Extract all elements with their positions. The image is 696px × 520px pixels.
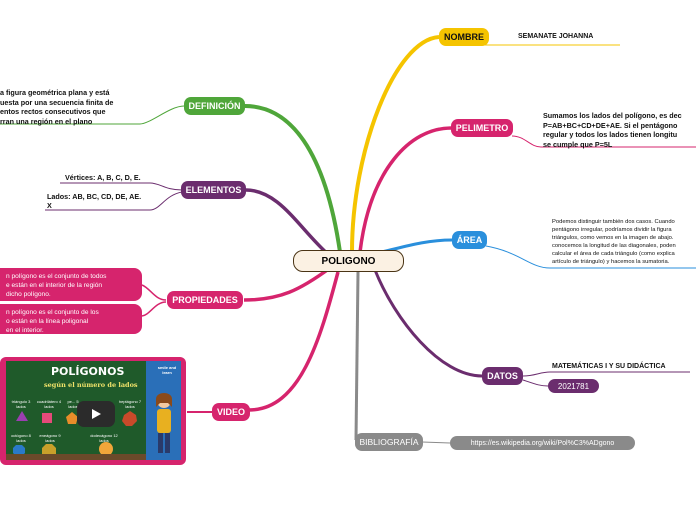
connector-video [248, 271, 340, 412]
video-card[interactable]: POLÍGONOS según el número de lados trián… [0, 357, 186, 465]
perimetro-line: P=AB+BC+CD+DE+AE. Si el pentágono [543, 120, 678, 130]
connector-datos-code [522, 379, 549, 387]
definicion-line: a figura geométrica plana y está [0, 88, 110, 97]
perimetro-line: Sumamos los lados del polígono, es dec [543, 111, 682, 120]
connector-perimetro [358, 126, 452, 253]
shape-label: triángulo 3 lados [11, 399, 31, 409]
shape-label: pe... 5 lados [67, 399, 79, 409]
connector-nombre [350, 35, 440, 253]
perimetro-text: Sumamos los lados del polígono, es dec P… [543, 111, 682, 149]
connector-bibliografia [354, 271, 360, 441]
connector-prop1 [141, 284, 167, 301]
area-text: Podemos distinguir también dos casos. Cu… [552, 218, 676, 266]
branch-datos[interactable]: DATOS [482, 367, 523, 385]
triangle-shape [16, 411, 28, 421]
video-thumbnail[interactable]: POLÍGONOS según el número de lados trián… [6, 361, 181, 460]
pentagon-shape [66, 412, 78, 424]
heptagon-shape [122, 411, 137, 426]
video-subtitle: según el número de lados [44, 381, 138, 389]
area-line: conocemos la longitud de las diagonales,… [552, 243, 676, 249]
shape-label: cuadrilátero 4 lados [36, 399, 62, 409]
area-line: triángulos, como vemos en la imagen de a… [552, 235, 674, 241]
connector-vertices [60, 182, 183, 191]
branch-nombre[interactable]: NOMBRE [439, 28, 489, 46]
video-title: POLÍGONOS [51, 365, 125, 378]
datos-code[interactable]: 2021781 [548, 379, 599, 393]
propiedades-card-1-line: e están en el interior de la región [6, 282, 103, 289]
propiedades-card-1-line: dicho polígono. [6, 291, 51, 298]
connector-datos-title [522, 371, 690, 377]
shape-label: eneágono 9 lados [39, 433, 61, 443]
teacher-figure [156, 393, 172, 453]
branch-video[interactable]: VIDEO [212, 403, 250, 421]
branch-definicion[interactable]: DEFINICIÓN [184, 97, 245, 115]
elementos-lados-line: X [47, 201, 52, 210]
shape-label: octógono 8 lados [11, 433, 31, 443]
branch-propiedades[interactable]: PROPIEDADES [167, 291, 243, 309]
propiedades-card-2[interactable]: n polígono es el conjunto de los o están… [0, 304, 142, 334]
definicion-line: uesta por una secuencia finita de [0, 97, 114, 107]
square-shape [42, 413, 52, 423]
chalkboard [6, 361, 146, 460]
connector-bib-link [421, 441, 451, 444]
propiedades-card-1[interactable]: n polígono es el conjunto de todos e est… [0, 268, 142, 301]
branch-elementos[interactable]: ELEMENTOS [181, 181, 246, 199]
elementos-lados: Lados: AB, BC, CD, DE, AE. X [47, 192, 141, 210]
area-line: pentágono irregular, podríamos dividir l… [552, 227, 672, 233]
connector-definicion [244, 104, 342, 253]
connector-perimetro-text [511, 135, 696, 148]
propiedades-card-1-line: n polígono es el conjunto de todos [6, 273, 107, 280]
area-line: artículo de triángulo) y hacemos la suma… [552, 259, 670, 265]
branch-area[interactable]: ÁREA [452, 231, 487, 249]
brand-logo: smile and learn [157, 365, 177, 375]
elementos-lados-line: Lados: AB, BC, CD, DE, AE. [47, 192, 142, 201]
definicion-line: rran una región en el plano [0, 116, 93, 126]
nombre-value: SEMANATE JOHANNA [518, 33, 594, 40]
play-button[interactable] [77, 401, 115, 427]
area-line: calcular el área de cada triángulo (como… [552, 251, 675, 257]
play-icon [92, 409, 101, 419]
connector-prop2 [141, 301, 167, 317]
definicion-text: a figura geométrica plana y está uesta p… [0, 88, 113, 126]
shape-label: dodecágono 12 lados [90, 433, 118, 443]
connector-propiedades [243, 266, 332, 302]
propiedades-card-2-line: o están en la línea poligonal [6, 318, 89, 325]
octagon-shape [13, 445, 25, 456]
definicion-line: entos rectos consecutivos que [0, 107, 106, 116]
central-topic[interactable]: POLIGONO [293, 250, 404, 272]
area-line: Podemos distinguir también dos casos. Cu… [552, 219, 675, 225]
connector-elementos [245, 188, 332, 258]
bibliografia-link[interactable]: https://es.wikipedia.org/wiki/Pol%C3%ADg… [450, 436, 635, 450]
propiedades-card-2-line: n polígono es el conjunto de los [6, 309, 99, 316]
connector-definicion-text [0, 105, 185, 125]
connector-area-text [485, 245, 696, 269]
perimetro-line: regular y todos los lados tienen longitu [543, 130, 678, 139]
perimetro-line: se cumple que P=5L [543, 139, 613, 149]
nonagon-shape [42, 444, 56, 457]
elementos-vertices: Vértices: A, B, C, D, E. [65, 173, 141, 182]
datos-title: MATEMÁTICAS I Y SU DIDÁCTICA [552, 363, 666, 370]
branch-bibliografia[interactable]: BIBLIOGRAFÍA [355, 433, 423, 451]
shape-label: heptágono 7 lados [118, 399, 142, 409]
chalk-ledge [6, 454, 146, 460]
dodecagon-shape [99, 442, 113, 456]
connector-lados [45, 191, 183, 211]
propiedades-card-2-line: en el interior. [6, 327, 44, 334]
connector-datos [373, 269, 483, 378]
branch-perimetro[interactable]: PELIMETRO [451, 119, 513, 137]
